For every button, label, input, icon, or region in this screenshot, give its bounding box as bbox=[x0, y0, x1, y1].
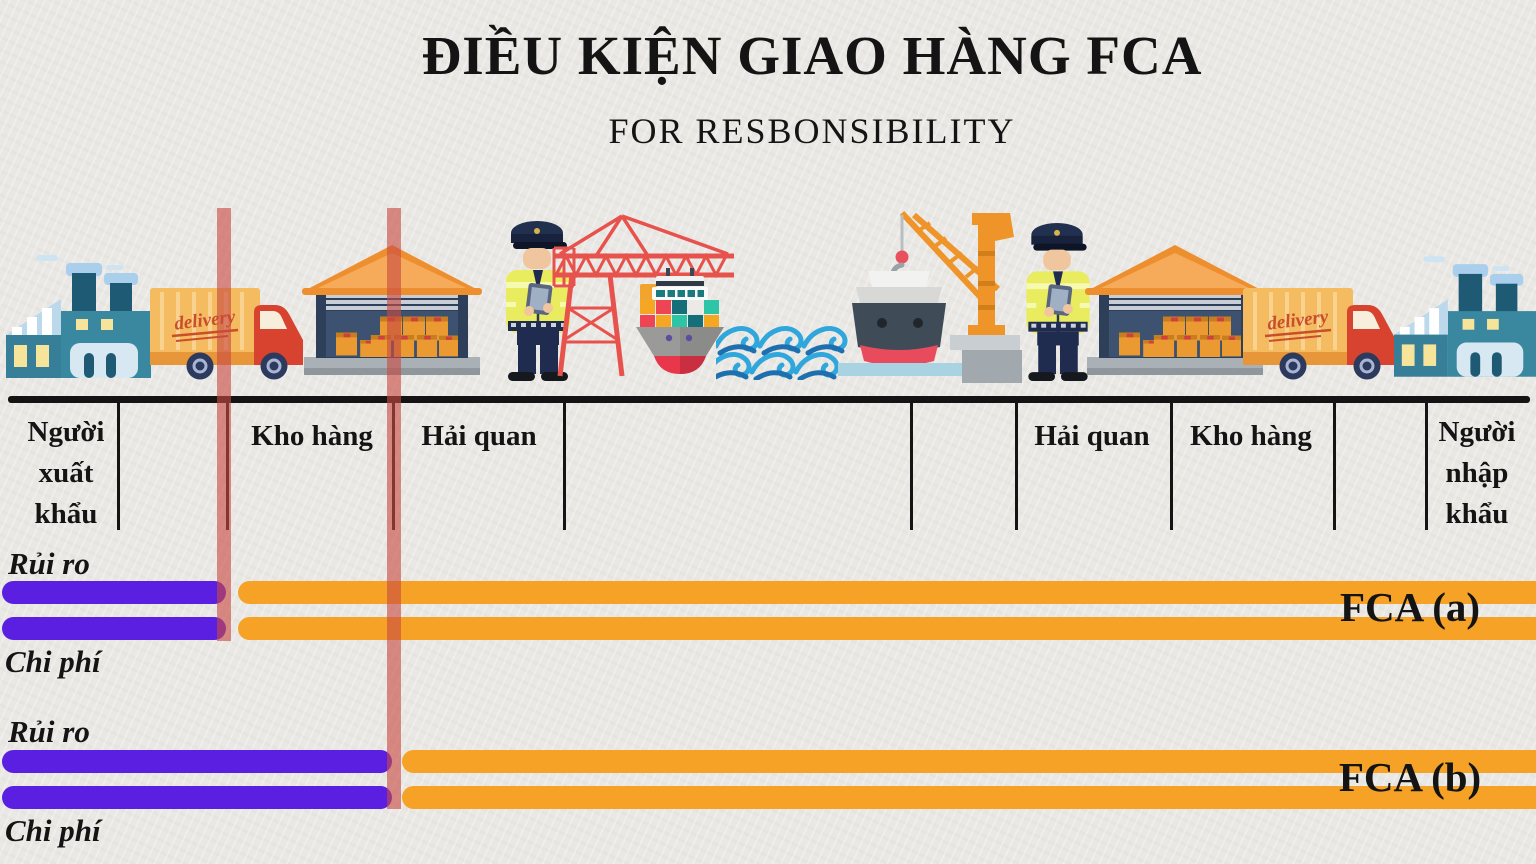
container-ship-icon bbox=[636, 268, 724, 380]
fca-a-title: FCA (a) bbox=[1339, 584, 1481, 630]
fca-b-cost-label: Chi phí bbox=[5, 813, 101, 848]
page-title: ĐIỀU KIỆN GIAO HÀNG FCA bbox=[421, 25, 1203, 86]
station-label-exporter: Người xuất khẩu bbox=[27, 416, 105, 530]
timeline-tick bbox=[563, 402, 566, 530]
timeline-tick bbox=[1015, 402, 1018, 530]
fca-a-cost-seller-bar bbox=[2, 617, 226, 640]
handover-marker-b bbox=[387, 208, 401, 809]
timeline-tick bbox=[910, 402, 913, 530]
timeline-tick bbox=[1425, 402, 1428, 530]
fca-b-risk-buyer-bar bbox=[402, 750, 1536, 773]
fca-a-cost-buyer-bar bbox=[238, 617, 1536, 640]
fca-b-risk-label: Rủi ro bbox=[8, 714, 90, 749]
warehouse-import-icon bbox=[1085, 243, 1265, 378]
fca-b-risk-seller-bar bbox=[2, 750, 392, 773]
timeline-tick bbox=[117, 402, 120, 530]
sea-waves-icon bbox=[716, 322, 848, 380]
fca-b-cost-buyer-bar bbox=[402, 786, 1536, 809]
fca-a-risk-label: Rủi ro bbox=[8, 546, 90, 581]
cargo-ship-harbor-crane-icon bbox=[838, 207, 1023, 383]
timeline-tick bbox=[1170, 402, 1173, 530]
factory-exporter-icon bbox=[6, 255, 151, 378]
station-label-customs-origin: Hải quan bbox=[421, 420, 537, 452]
page-subtitle: FOR RESBONSIBILITY bbox=[608, 111, 1016, 151]
timeline-tick bbox=[1333, 402, 1336, 530]
fca-a-risk-seller-bar bbox=[2, 581, 226, 604]
fca-a-risk-buyer-bar bbox=[238, 581, 1536, 604]
station-label-warehouse-origin: Kho hàng bbox=[251, 420, 373, 452]
station-label-importer: Người nhập khẩu bbox=[1438, 416, 1516, 530]
station-label-customs-destination: Hải quan bbox=[1034, 420, 1150, 452]
timeline-line bbox=[8, 396, 1530, 403]
fca-a-cost-label: Chi phí bbox=[5, 644, 101, 679]
factory-importer-icon bbox=[1394, 255, 1536, 378]
handover-marker-a bbox=[217, 208, 231, 641]
fca-b-cost-seller-bar bbox=[2, 786, 392, 809]
delivery-truck-import-icon bbox=[1243, 286, 1399, 381]
fca-b-title: FCA (b) bbox=[1338, 754, 1482, 800]
station-label-warehouse-destination: Kho hàng bbox=[1190, 420, 1312, 452]
